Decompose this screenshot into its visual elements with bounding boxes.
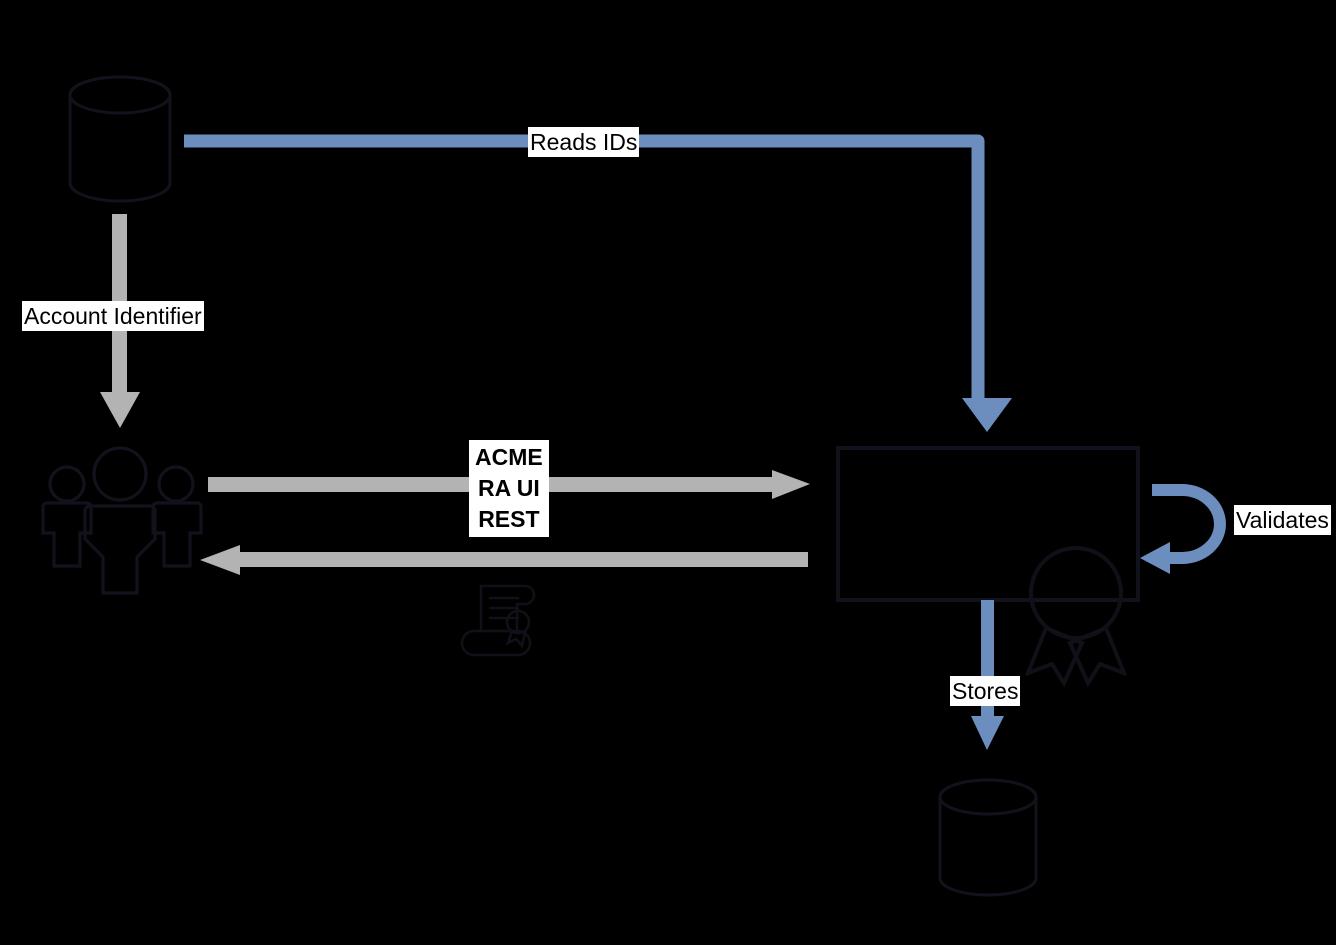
edge-label-account-identifier: Account Identifier <box>22 301 204 331</box>
acme-label-line-2: RA UI <box>477 475 540 501</box>
certificate-scroll-icon <box>460 584 536 657</box>
award-ribbon-icon <box>1024 546 1128 688</box>
database-cylinder-icon-source <box>68 75 172 203</box>
edge-validates <box>1140 484 1226 574</box>
acme-label-line-1: ACME <box>475 444 543 470</box>
users-group-icon <box>41 446 203 595</box>
edge-label-validates: Validates <box>1234 505 1331 535</box>
edge-label-reads-ids: Reads IDs <box>528 127 640 157</box>
database-cylinder-icon-target <box>938 778 1038 897</box>
acme-label-line-3: REST <box>478 506 540 532</box>
edge-stores <box>971 600 1004 750</box>
edge-reads-ids <box>184 134 1012 432</box>
edge-response <box>200 545 808 575</box>
edge-label-stores: Stores <box>950 676 1021 706</box>
edge-label-acme-ra-ui-rest: ACME RA UI REST <box>469 440 549 537</box>
server-box-icon <box>836 446 1140 602</box>
